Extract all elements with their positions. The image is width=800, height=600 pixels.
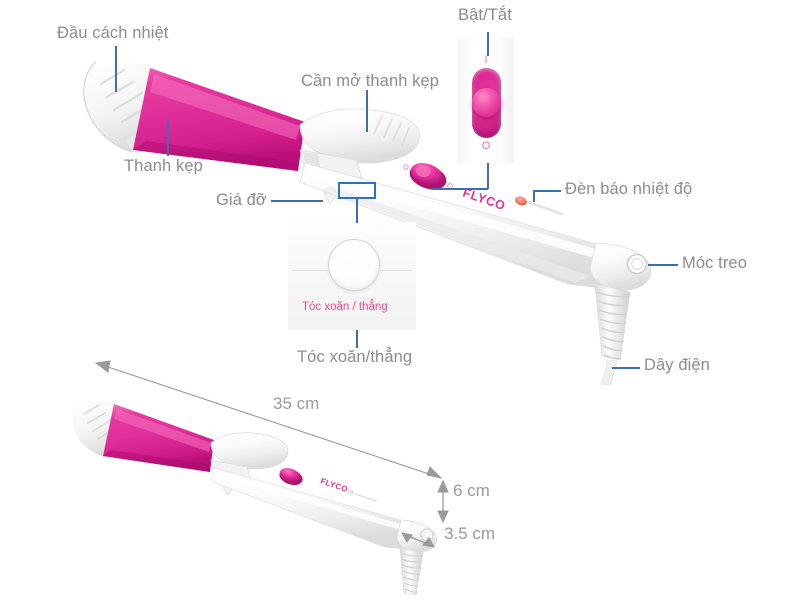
stand-art xyxy=(317,167,337,205)
leader-inset-to-curl-label xyxy=(356,330,358,348)
leader-inset-to-switch-v xyxy=(487,163,489,189)
callout-insulated-tip: Đầu cách nhiệt xyxy=(57,24,169,42)
callout-hanging-hook: Móc treo xyxy=(682,254,747,272)
mode-dial-button[interactable] xyxy=(328,239,380,291)
power-cord-art xyxy=(594,283,631,386)
brand-logo-main: FLYCO xyxy=(461,186,507,214)
leader-clamp-bar xyxy=(167,120,169,156)
callout-curl-straight: Tóc xoăn/thẳng xyxy=(297,348,413,366)
callout-power-switch: Bật/Tắt xyxy=(458,6,512,24)
leader-power-label-to-inset xyxy=(487,32,489,56)
callout-stand: Giá đỡ xyxy=(216,191,267,209)
clamp-lever-art xyxy=(299,108,420,179)
rocker-switch-knob[interactable] xyxy=(472,88,501,117)
brand-logo-small: FLYCO xyxy=(319,476,349,494)
insulated-tip-art xyxy=(83,61,176,153)
leader-insulated-tip xyxy=(115,46,117,92)
switch-off-mark: O xyxy=(481,140,491,152)
callout-clamp-open-lever: Cần mở thanh kẹp xyxy=(301,72,440,90)
leader-power-cord xyxy=(612,367,640,369)
leader-stand xyxy=(271,200,323,202)
callout-power-cord: Dây điện xyxy=(644,356,710,374)
dimension-length: 35 cm xyxy=(273,394,320,413)
leader-temp-light-v xyxy=(533,190,535,202)
switch-on-mark: I xyxy=(484,54,488,66)
leader-inset-to-switch-h xyxy=(431,188,488,190)
leader-hanging-hook xyxy=(648,264,678,266)
pink-barrel-art xyxy=(133,68,305,171)
power-switch-inset: I O xyxy=(458,38,514,163)
dimension-depth: 3.5 cm xyxy=(444,524,496,543)
leader-clamp-lever xyxy=(366,90,368,132)
hanging-hook-art xyxy=(589,242,652,291)
dimension-arrows xyxy=(94,360,449,548)
mode-dial-caption: Tóc xoăn / thẳng xyxy=(302,301,388,313)
curl-straight-inset: Tóc xoăn / thẳng xyxy=(288,222,416,330)
callout-temperature-light: Đèn báo nhiệt độ xyxy=(565,180,693,198)
callout-clamp-bar: Thanh kẹp xyxy=(124,157,203,175)
dial-highlight-rect xyxy=(338,182,376,199)
dimension-device-art: FLYCO xyxy=(72,400,438,596)
leader-dial-to-inset xyxy=(356,198,358,223)
dimension-height: 6 cm xyxy=(453,481,490,500)
leader-temp-light-h xyxy=(533,190,561,192)
